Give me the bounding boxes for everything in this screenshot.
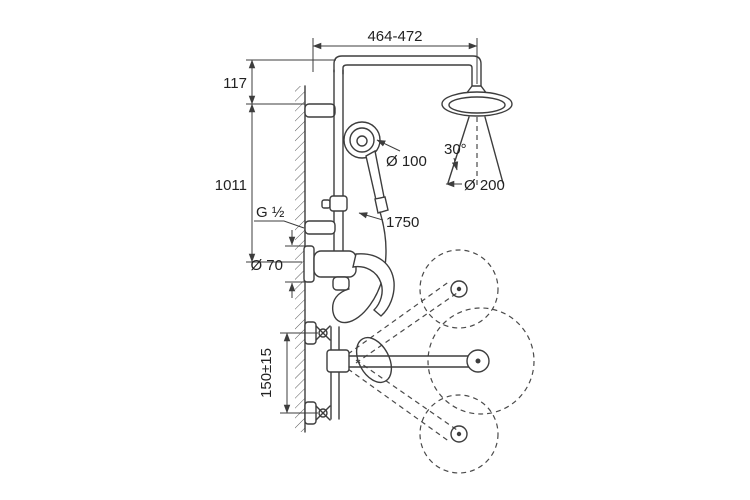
- hose-nut: [374, 196, 389, 214]
- head-shower: [441, 85, 513, 186]
- swivel-range-dashed: [347, 249, 535, 474]
- dim-top-offset-label: 117: [223, 75, 247, 92]
- supply-connection: [304, 220, 336, 235]
- rail-slider: [321, 195, 348, 212]
- arm-flange: [355, 336, 393, 384]
- shower-arm: [333, 55, 482, 87]
- dimension-lines: [246, 38, 478, 414]
- dim-spray-angle-label: 30°: [444, 141, 467, 158]
- pivot-block: [326, 349, 350, 373]
- connection-cross-top: [315, 325, 331, 341]
- shower-rail: [304, 55, 482, 253]
- diverter-knob: [332, 276, 350, 291]
- hand-shower: [343, 121, 389, 214]
- dim-height-label: 1011: [215, 177, 247, 194]
- mixer: [303, 220, 395, 317]
- dim-head-diameter-label: Ø 200: [464, 177, 505, 194]
- dim-hose-length-label: 1750: [386, 214, 419, 231]
- spray-cone: [447, 116, 504, 186]
- dimension-labels: 464-472 117 1011 G ½ Ø 70 Ø 100 30° Ø 20…: [215, 28, 505, 398]
- mixer-body: [313, 250, 357, 278]
- shower-hose: [331, 211, 387, 324]
- bottom-connections: [304, 321, 490, 425]
- mixer-lever: [352, 253, 395, 317]
- connection-cross-bottom: [315, 405, 331, 421]
- dim-top-width-label: 464-472: [367, 28, 422, 45]
- escutcheon: [303, 245, 315, 283]
- dim-hand-shower-diameter-label: Ø 100: [386, 153, 427, 170]
- hand-shower-handle: [365, 149, 385, 201]
- dim-escutcheon-diameter-label: Ø 70: [250, 257, 283, 274]
- wall-bracket-top: [304, 103, 336, 118]
- dim-bottom-spacing-label: 150±15: [258, 348, 275, 398]
- dim-thread-label: G ½: [256, 204, 285, 221]
